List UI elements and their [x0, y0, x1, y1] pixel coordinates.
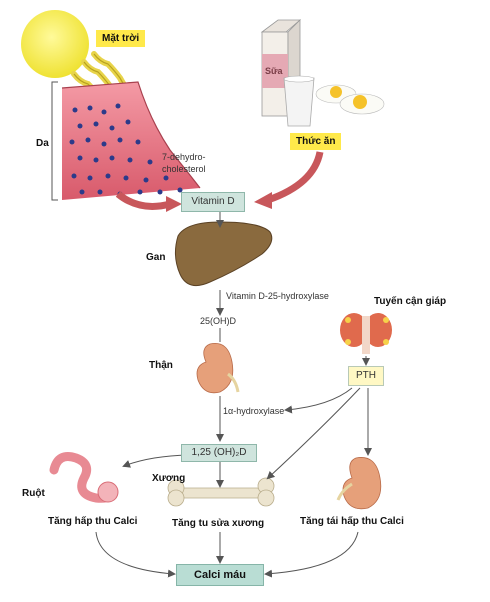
- kidney-to-calcium-arrow: [264, 531, 359, 578]
- intestine-to-calcium-arrow: [95, 531, 176, 578]
- sun-icon: [21, 10, 89, 78]
- vitamin-d-box: Vitamin D: [181, 192, 245, 212]
- 25ohd-label: 25(OH)D: [200, 316, 237, 326]
- fried-eggs-icon: [315, 84, 385, 115]
- blood-calcium-box: Calci máu: [176, 564, 264, 586]
- active-d-to-intestine-arrow: [122, 454, 189, 468]
- active-vitamin-d-box: 1,25 (OH)₂D: [181, 444, 257, 462]
- liver-label: Gan: [146, 252, 166, 263]
- skin-illustration: [61, 81, 201, 200]
- skin-bracket: [51, 81, 58, 201]
- dehydrocholesterol-label: 7-dehydro- cholesterol: [162, 152, 206, 174]
- bone-label: Xương: [152, 473, 186, 484]
- intestine-effect-label: Tăng hấp thu Calci: [48, 516, 138, 527]
- hydroxylase-25-label: Vitamin D-25-hydroxylase: [226, 291, 329, 301]
- kidney-effect-label: Tăng tái hấp thu Calci: [300, 516, 404, 527]
- pth-to-bone-arrow: [266, 387, 361, 480]
- sun-label: Mặt trời: [96, 30, 146, 47]
- food-to-vitamin-arrow: [266, 151, 324, 204]
- parathyroid-illustration: [340, 313, 392, 354]
- pth-box: PTH: [348, 366, 384, 386]
- kidney-label: Thận: [149, 360, 173, 371]
- parathyroid-label: Tuyến cận giáp: [374, 296, 447, 307]
- milk-carton-icon: [260, 19, 302, 117]
- bone-effect-label: Tăng tu sửa xương: [172, 518, 265, 529]
- skin-label: Da: [36, 138, 49, 149]
- milk-glass-icon: [283, 75, 315, 127]
- food-label: Thức ăn: [290, 133, 342, 150]
- skin-to-vitamin-arrow: [115, 191, 171, 210]
- liver-illustration: [174, 221, 273, 287]
- milk-label: Sữa: [265, 66, 283, 76]
- intestine-label: Ruột: [22, 488, 45, 499]
- kidney-right-illustration: [336, 457, 382, 510]
- bone-illustration: [167, 477, 275, 507]
- hydroxylase-1a-label: 1α-hydroxylase: [223, 406, 285, 416]
- kidney-center-illustration: [196, 343, 240, 394]
- pth-to-hydroxylase-arrow: [284, 387, 353, 414]
